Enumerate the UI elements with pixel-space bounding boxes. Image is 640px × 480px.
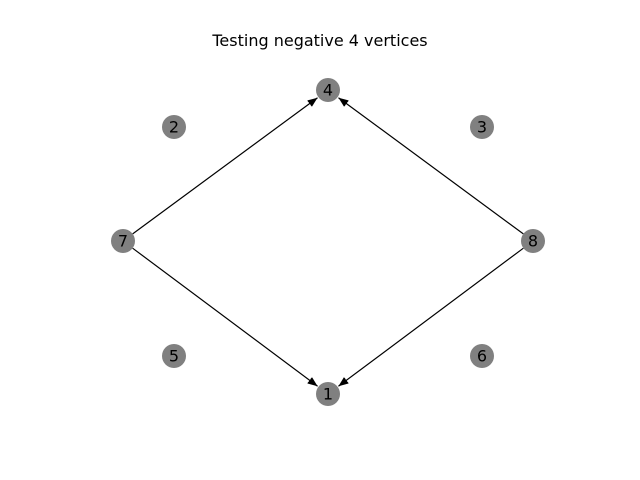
nodes-layer: 4 2 3 7 8 5 6 1 xyxy=(111,78,545,406)
edge-7-to-1 xyxy=(132,247,318,387)
edges-layer xyxy=(132,97,524,387)
node-circle xyxy=(111,229,135,253)
node-circle xyxy=(162,344,186,368)
node-label: 4 xyxy=(323,81,333,100)
edge-8-to-4 xyxy=(338,97,524,235)
node-3: 3 xyxy=(470,115,494,139)
node-circle xyxy=(470,115,494,139)
node-1: 1 xyxy=(316,382,340,406)
node-8: 8 xyxy=(521,229,545,253)
diagram-title: Testing negative 4 vertices xyxy=(212,31,428,50)
node-6: 6 xyxy=(470,344,494,368)
node-circle xyxy=(316,382,340,406)
edge-8-to-1 xyxy=(338,247,524,387)
node-7: 7 xyxy=(111,229,135,253)
node-label: 3 xyxy=(477,118,487,137)
node-label: 1 xyxy=(323,385,333,404)
edge-7-to-4 xyxy=(132,97,318,235)
node-4: 4 xyxy=(316,78,340,102)
node-label: 2 xyxy=(169,118,179,137)
node-label: 8 xyxy=(528,232,538,251)
node-circle xyxy=(470,344,494,368)
node-label: 7 xyxy=(118,232,128,251)
node-circle xyxy=(316,78,340,102)
node-label: 5 xyxy=(169,347,179,366)
node-label: 6 xyxy=(477,347,487,366)
node-5: 5 xyxy=(162,344,186,368)
node-circle xyxy=(521,229,545,253)
node-circle xyxy=(162,115,186,139)
node-2: 2 xyxy=(162,115,186,139)
